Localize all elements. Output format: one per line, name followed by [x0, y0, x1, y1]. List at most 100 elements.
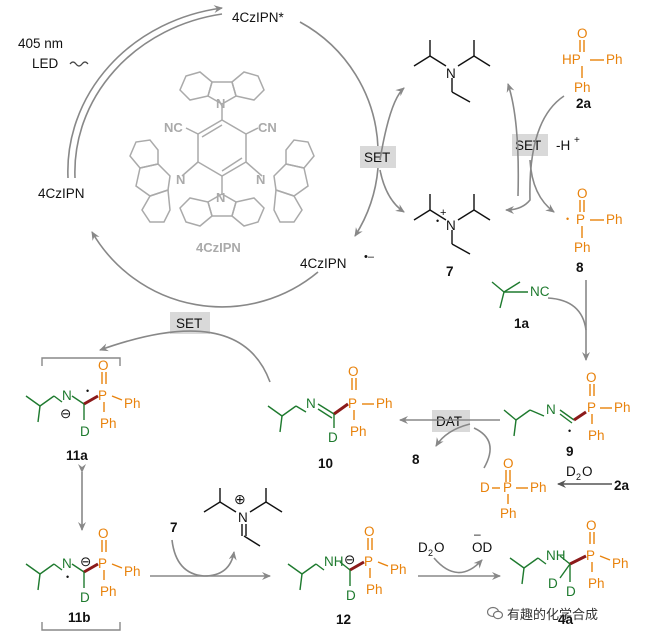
dipea-radical-cation: [413, 194, 491, 255]
bracket-bottom: [41, 622, 121, 631]
dpo-o: O: [503, 456, 514, 471]
cat-n-left: N: [176, 172, 185, 187]
cat-cn-left: NC: [164, 120, 183, 135]
dipea-n: N: [446, 66, 456, 81]
set-box-3: [170, 312, 210, 334]
excitation-arc-inner: [74, 13, 223, 179]
set-box-1: [360, 146, 396, 168]
cat-n-top: N: [216, 96, 225, 111]
c4a-ph1: Ph: [612, 556, 629, 571]
c9-ph1: Ph: [614, 400, 631, 415]
d2o-2-o: O: [434, 540, 445, 555]
cycle-arc-top-right: [299, 21, 379, 149]
compound-1a-structure: [491, 281, 528, 309]
label-excited: 4CzIPN*: [232, 10, 285, 25]
dpo-structure: [492, 470, 528, 504]
c12-minus: ⊖: [344, 552, 355, 567]
dpo-ph1: Ph: [530, 480, 547, 495]
dpo-d: D: [480, 480, 490, 495]
label-led-1: 405 nm: [18, 36, 63, 51]
c4a-ph2: Ph: [588, 576, 605, 591]
dpo-p: P: [503, 480, 512, 495]
c2a-ph1: Ph: [606, 52, 623, 67]
c11b-o: O: [98, 526, 109, 541]
c11a-ph1: Ph: [124, 396, 141, 411]
c10-p: P: [348, 396, 357, 411]
compound-12: 12: [336, 612, 351, 627]
compound-8-structure: [579, 200, 604, 238]
c4a-o: O: [586, 518, 597, 533]
arrow-dat-8-out: [435, 423, 471, 447]
arrow-d2o-od: [433, 557, 483, 574]
c11a-p: P: [98, 388, 107, 403]
photocatalyst-cycle: 4CzIPN* 405 nm LED 4CzIPN 4CzIPN •– SET …: [18, 5, 396, 383]
label-ground: 4CzIPN: [38, 186, 85, 201]
set-label-2: SET: [515, 138, 541, 153]
compound-8: 8: [576, 260, 584, 275]
catalyst-name: 4CzIPN: [196, 240, 241, 255]
d2o-2-sub: 2: [428, 548, 433, 558]
c11a-o: O: [98, 358, 109, 373]
d2o-1-sub: 2: [576, 472, 581, 482]
od-minus: –: [474, 527, 481, 541]
led-wave: [69, 61, 89, 67]
bracket-top: [41, 357, 121, 366]
c11b-minus: ⊖: [80, 554, 91, 569]
c7-charge: +: [440, 207, 446, 219]
compound-4a-structure: [509, 532, 611, 585]
compound-10-structure: [267, 378, 374, 433]
cat-n-right: N: [256, 172, 265, 187]
c11b-radical: •: [66, 572, 69, 582]
c11a-n: N: [62, 388, 72, 403]
c4a-d2: D: [566, 584, 576, 599]
c9-o: O: [586, 370, 597, 385]
set-hplus: -H: [556, 138, 570, 153]
compound-10: 10: [318, 456, 333, 471]
c2a-hp: HP: [562, 52, 581, 67]
iminium-structure: [203, 488, 283, 547]
c11a-minus: ⊖: [60, 406, 71, 421]
arrow-7-in: [171, 539, 237, 577]
set-label-1: SET: [364, 150, 390, 165]
label-reduced: 4CzIPN: [300, 256, 347, 271]
c8-p: P: [576, 212, 585, 227]
set-box-2: [512, 134, 548, 156]
watermark-text: 有趣的化学合成: [507, 607, 599, 623]
cycle-arc-bottom: [91, 231, 319, 308]
arrow-set1-out: [379, 169, 405, 213]
c10-d: D: [328, 430, 338, 445]
compound-9-structure: [503, 384, 612, 437]
c2a-o: O: [577, 26, 588, 41]
compound-9: 9: [566, 444, 574, 459]
c9-n: N: [546, 402, 556, 417]
c8-ph1: Ph: [606, 212, 623, 227]
set3-arrow: [99, 330, 271, 383]
c12-nh: NH: [324, 554, 344, 569]
d2o-1-d: D: [566, 464, 576, 479]
compound-4a: 4a: [558, 612, 574, 627]
cat-n-bottom: N: [216, 190, 225, 205]
arrow-2a-dat-in: [473, 427, 491, 469]
c11a-d: D: [80, 424, 90, 439]
c4a-nh: NH: [546, 548, 566, 563]
c11b-n: N: [62, 556, 72, 571]
compound-7: 7: [446, 264, 454, 279]
iminium-plus: ⊕: [234, 491, 246, 507]
dipea: [413, 40, 491, 103]
c7-radical: •: [436, 216, 439, 226]
d2o-2-d: D: [418, 540, 428, 555]
c8-ph2: Ph: [574, 240, 591, 255]
set-hplus-sup: +: [574, 135, 580, 146]
c9-radical: •: [568, 426, 571, 436]
label-led-2: LED: [32, 56, 59, 71]
d2o-1-o: O: [582, 464, 593, 479]
c11b-p: P: [98, 556, 107, 571]
compound-2a-structure: [579, 40, 604, 78]
set-label-3: SET: [176, 316, 202, 331]
c4a-p: P: [586, 548, 595, 563]
c12-ph1: Ph: [390, 562, 407, 577]
c2a-ph2: Ph: [574, 80, 591, 95]
c9-ph2: Ph: [588, 428, 605, 443]
c9-p: P: [587, 400, 596, 415]
